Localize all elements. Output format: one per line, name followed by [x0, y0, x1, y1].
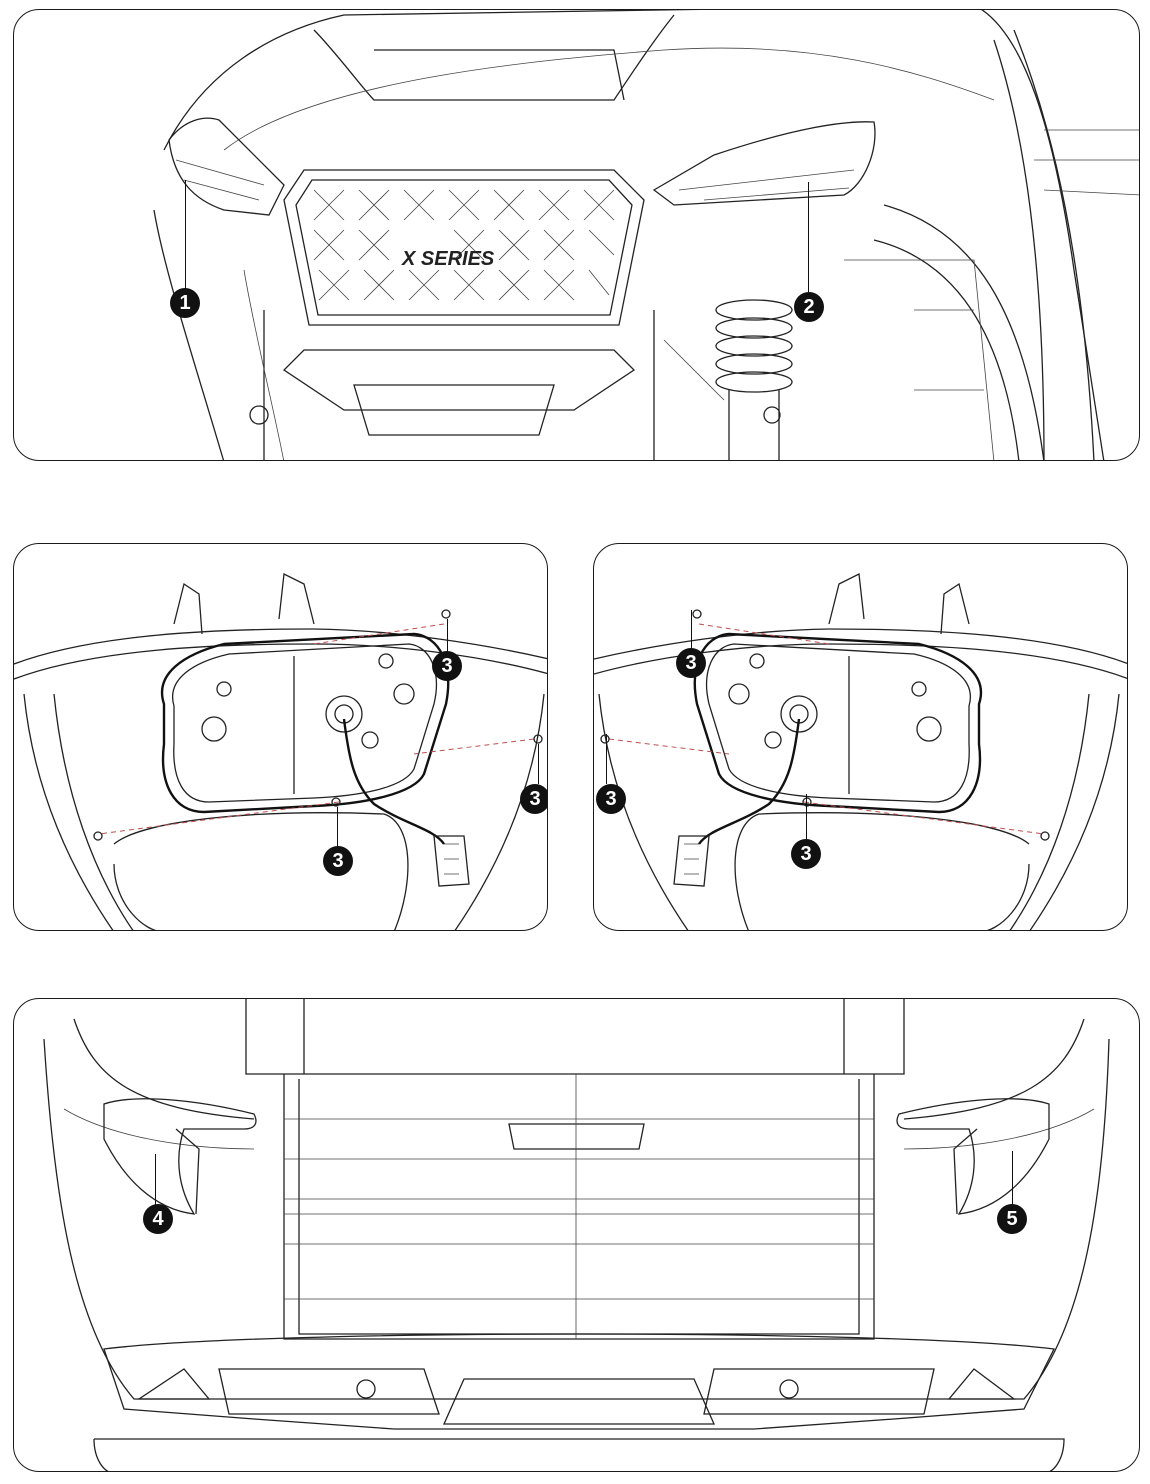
callout-3b-leader	[538, 744, 540, 784]
grille-logo: X SERIES	[401, 248, 495, 270]
callout-4: 4	[143, 1204, 173, 1234]
front-headlight-panel: X SERIES 1 2	[13, 9, 1140, 461]
callout-3f-leader	[806, 794, 808, 842]
rear-view-drawing	[43, 999, 1110, 1471]
callout-3f: 3	[791, 839, 821, 869]
callout-3e: 3	[596, 784, 626, 814]
callout-1: 1	[170, 288, 200, 318]
callout-5: 5	[997, 1204, 1027, 1234]
right-headlight-mount-panel: 3 3 3	[593, 543, 1128, 931]
callout-5-leader	[1012, 1151, 1014, 1209]
callout-3c: 3	[323, 846, 353, 876]
callout-1-leader	[185, 180, 187, 290]
callout-2-leader	[808, 182, 810, 292]
callout-3a-leader	[447, 619, 449, 654]
left-headlight-mount-panel: 3 3 3	[13, 543, 548, 931]
left-headlight-drawing	[14, 573, 547, 930]
callout-4-leader	[155, 1154, 157, 1209]
callout-2: 2	[794, 292, 824, 322]
callout-3d: 3	[676, 648, 706, 678]
callout-3d-leader	[691, 610, 693, 652]
right-headlight-drawing	[594, 573, 1127, 930]
rear-taillight-panel: 4 5	[13, 998, 1140, 1472]
callout-3e-leader	[606, 734, 608, 784]
callout-3b: 3	[520, 784, 547, 814]
callout-3a: 3	[432, 651, 462, 681]
front-view-drawing: X SERIES	[153, 10, 1139, 460]
callout-3c-leader	[337, 807, 339, 849]
